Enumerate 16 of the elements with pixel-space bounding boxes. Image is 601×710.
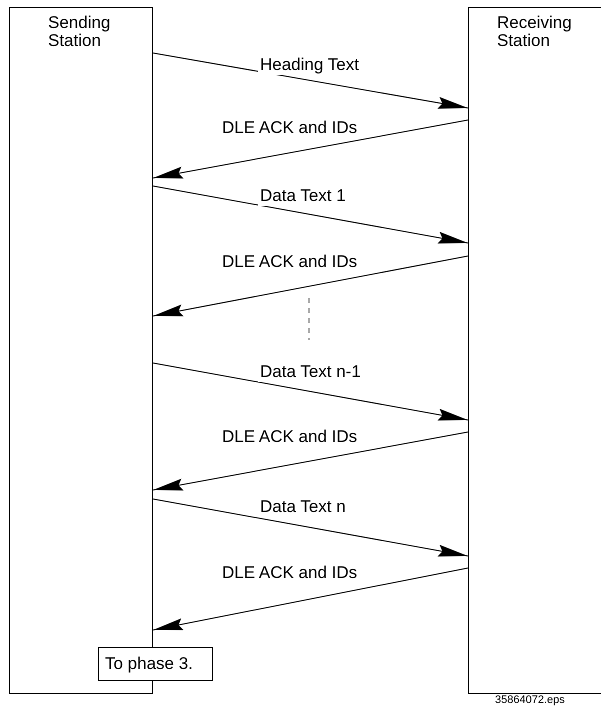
station-name: To phase 3.	[105, 655, 194, 673]
message-arrow	[152, 362, 468, 421]
edge-label: Data Text n-1	[258, 362, 363, 382]
message-arrow	[152, 52, 468, 109]
message-arrow	[152, 432, 468, 490]
message-arrow	[152, 120, 468, 178]
station-lane	[468, 7, 601, 694]
station-name: Sending Station	[48, 14, 112, 50]
message-arrow	[152, 568, 468, 630]
message-arrow	[152, 186, 468, 244]
edge-label: Heading Text	[258, 55, 361, 75]
message-arrow	[152, 256, 468, 316]
note-box	[98, 647, 213, 681]
edge-label: Data Text 1	[258, 186, 348, 206]
station-name: Receiving Station	[497, 14, 573, 50]
message-arrow	[152, 498, 468, 557]
